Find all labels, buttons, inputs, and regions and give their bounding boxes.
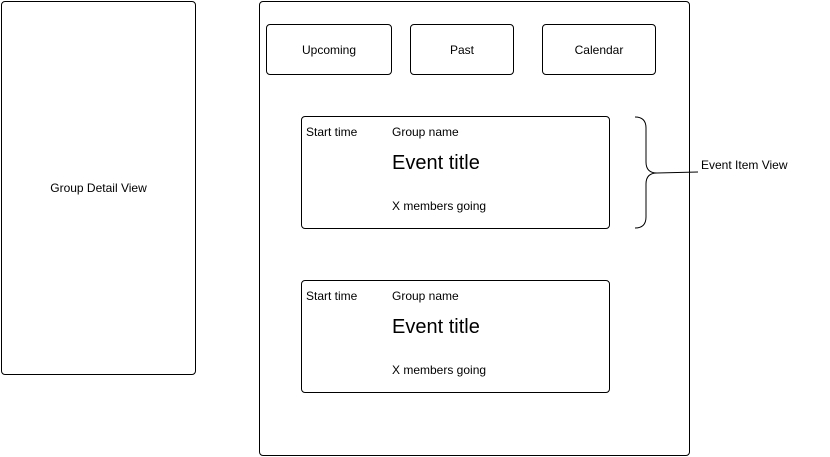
group-detail-label: Group Detail View bbox=[50, 181, 147, 195]
group-detail-view: Group Detail View bbox=[1, 1, 196, 375]
event-item[interactable]: Start time Group name Event title X memb… bbox=[301, 280, 610, 393]
tab-calendar-label: Calendar bbox=[574, 42, 624, 57]
event-group-name: Group name bbox=[392, 289, 459, 303]
tab-past-label: Past bbox=[449, 42, 474, 57]
tab-past[interactable]: Past bbox=[410, 24, 514, 75]
events-panel: Upcoming Past Calendar Start time Group … bbox=[259, 1, 690, 456]
event-title: Event title bbox=[392, 152, 480, 174]
event-members-going: X members going bbox=[392, 363, 487, 377]
event-start-time: Start time bbox=[306, 125, 358, 139]
event-members-going: X members going bbox=[392, 199, 487, 213]
tab-upcoming-label: Upcoming bbox=[301, 42, 357, 57]
tab-calendar[interactable]: Calendar bbox=[542, 24, 656, 75]
event-title: Event title bbox=[392, 316, 480, 338]
event-item-view-label: Event Item View bbox=[701, 158, 788, 172]
event-item[interactable]: Start time Group name Event title X memb… bbox=[301, 116, 610, 229]
event-group-name: Group name bbox=[392, 125, 459, 139]
tab-upcoming[interactable]: Upcoming bbox=[266, 24, 392, 75]
event-start-time: Start time bbox=[306, 289, 358, 303]
